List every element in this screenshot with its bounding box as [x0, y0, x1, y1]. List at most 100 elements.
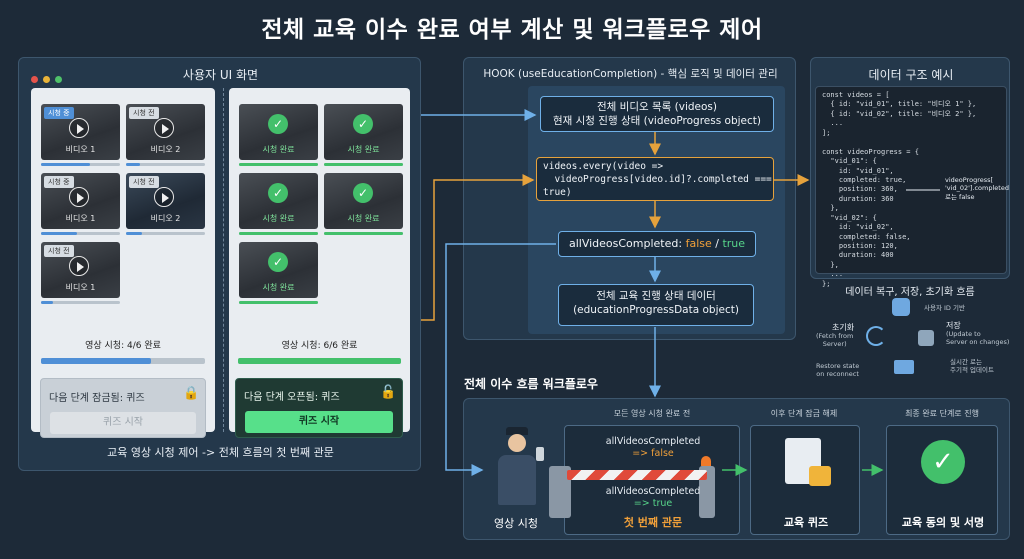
- gate-caption: 모든 영상 시청 완료 전: [613, 409, 691, 418]
- warning-light-icon: [701, 456, 711, 466]
- data-structure-code: const videos = [ { id: "vid_01", title: …: [815, 86, 1007, 288]
- quiz-start-button[interactable]: 퀴즈 시작: [245, 411, 393, 433]
- sync-cycle-icon: [866, 326, 886, 346]
- quiz-caption: 이후 단계 잠금 해제: [770, 409, 838, 418]
- realtime-label: 실시간 로는 주기적 업데이트: [950, 358, 994, 375]
- video-progress-bar: [239, 301, 318, 304]
- video-thumbnail[interactable]: ✓시청 완료: [324, 104, 403, 160]
- video-label: 비디오 1: [65, 145, 96, 154]
- education-progress-line2: (educationProgressData object): [573, 304, 739, 317]
- play-icon[interactable]: [69, 118, 89, 138]
- video-card[interactable]: ✓ 시청 완료: [324, 173, 403, 237]
- final-label: 교육 동의 및 서명: [901, 516, 985, 529]
- code-line-3: true): [543, 186, 572, 198]
- education-progress-line1: 전체 교육 진행 상태 데이터: [596, 290, 716, 302]
- video-progress-bar: [126, 232, 205, 235]
- play-icon[interactable]: [69, 256, 89, 276]
- video-label: 비디오 2: [150, 145, 181, 154]
- education-progress-node: 전체 교육 진행 상태 데이터 (educationProgressData o…: [558, 284, 754, 326]
- video-card[interactable]: ✓시청 완료: [239, 173, 318, 237]
- status-badge: 시청 전: [129, 176, 159, 188]
- result-sep: /: [711, 237, 723, 250]
- videos-input-line1: 전체 비디오 목록 (videos): [597, 101, 717, 113]
- data-structure-panel: 데이터 구조 예시 const videos = [ { id: "vid_01…: [810, 57, 1010, 288]
- check-icon: ✓: [268, 252, 288, 272]
- video-progress-bar: [41, 163, 120, 166]
- init-title: 초기화: [832, 323, 855, 332]
- video-label: 비디오 2: [150, 214, 181, 223]
- video-progress-bar: [324, 232, 403, 235]
- locked-next-step: 다음 단계 잠금됨: 퀴즈 🔒 퀴즈 시작: [40, 378, 206, 438]
- video-label: 시청 완료: [262, 145, 295, 154]
- progress-caption-b: 영상 시청: 6/6 완료: [281, 341, 358, 351]
- init-desc: (Fetch from Server): [816, 332, 854, 349]
- result-false: false: [685, 237, 712, 250]
- result-prefix: allVideosCompleted:: [568, 237, 686, 250]
- video-label: 비디오 1: [65, 283, 96, 292]
- quiz-start-button-disabled[interactable]: 퀴즈 시작: [50, 412, 196, 434]
- lock-closed-icon: 🔒: [183, 386, 200, 401]
- screen-after: ✓시청 완료✓시청 완료✓시청 완료✓시청 완료✓시청 완료 영상 시청: 6/…: [229, 88, 410, 438]
- video-progress-bar: [41, 301, 120, 304]
- gate-box: allVideosCompleted => false allVideosCom…: [549, 425, 740, 535]
- gate-true-2: => true: [633, 498, 673, 509]
- result-true: true: [722, 237, 746, 250]
- video-thumbnail[interactable]: ✓ 시청 완료: [324, 173, 403, 229]
- video-label: 시청 완료: [347, 214, 380, 223]
- user-id-label: 사용자 ID 기반: [924, 304, 965, 312]
- every-logic-node: videos.every(video => videoProgress[vide…: [536, 157, 774, 201]
- videos-input-node: 전체 비디오 목록 (videos) 현재 시청 진행 상태 (videoPro…: [540, 96, 774, 132]
- unlock-text: 다음 단계 오픈됨: 퀴즈: [244, 392, 340, 403]
- success-check-icon: ✓: [921, 440, 965, 484]
- lock-open-icon: 🔓: [380, 385, 397, 400]
- cycle-diagram: 사용자 ID 기반 저장 (Update to Server on change…: [810, 296, 1010, 386]
- unlocked-next-step: 다음 단계 오픈됨: 퀴즈 🔓 퀴즈 시작: [235, 378, 403, 438]
- play-icon[interactable]: [69, 187, 89, 207]
- video-progress-bar: [239, 163, 318, 166]
- status-badge: 시청 전: [129, 107, 159, 119]
- check-icon: ✓: [353, 183, 373, 203]
- barrier-arm: [567, 470, 707, 480]
- video-card[interactable]: ✓시청 완료: [239, 104, 318, 168]
- gate-label: 첫 번째 관문: [623, 516, 683, 529]
- videos-input-line2: 현재 시청 진행 상태 (videoProgress object): [552, 115, 761, 128]
- video-thumbnail[interactable]: ✓시청 완료: [239, 173, 318, 229]
- video-label: 시청 완료: [262, 283, 295, 292]
- gate-true-1: allVideosCompleted: [605, 486, 701, 497]
- code-line-2: videoProgress[video.id]?.completed ===: [543, 173, 772, 185]
- video-progress-bar: [239, 232, 318, 235]
- video-card[interactable]: ✓시청 완료: [324, 104, 403, 168]
- divider: [223, 88, 224, 432]
- video-progress-bar: [324, 163, 403, 166]
- hook-to-ui-orange-arrow: [421, 174, 535, 321]
- video-thumbnail[interactable]: ✓시청 완료: [239, 104, 318, 160]
- overall-progress-b: [238, 358, 401, 364]
- save-title: 저장: [946, 321, 961, 330]
- video-label: 시청 완료: [262, 214, 295, 223]
- play-icon[interactable]: [154, 118, 174, 138]
- video-label: 비디오 1: [65, 214, 96, 223]
- data-structure-title: 데이터 구조 예시: [868, 68, 954, 82]
- play-icon[interactable]: [154, 187, 174, 207]
- video-card[interactable]: ✓ 시청 완료: [239, 242, 318, 306]
- code-line-1: videos.every(video =>: [543, 161, 664, 172]
- cycle-title: 데이터 복구, 저장, 초기화 흐름: [845, 287, 975, 298]
- user-ui-title: 사용자 UI 화면: [182, 68, 259, 82]
- save-desc: (Update to Server on changes): [946, 330, 1010, 347]
- gate-post-left: [549, 466, 571, 518]
- window-dots: [31, 68, 67, 87]
- video-thumbnail[interactable]: ✓ 시청 완료: [239, 242, 318, 298]
- server-icon: [918, 330, 934, 346]
